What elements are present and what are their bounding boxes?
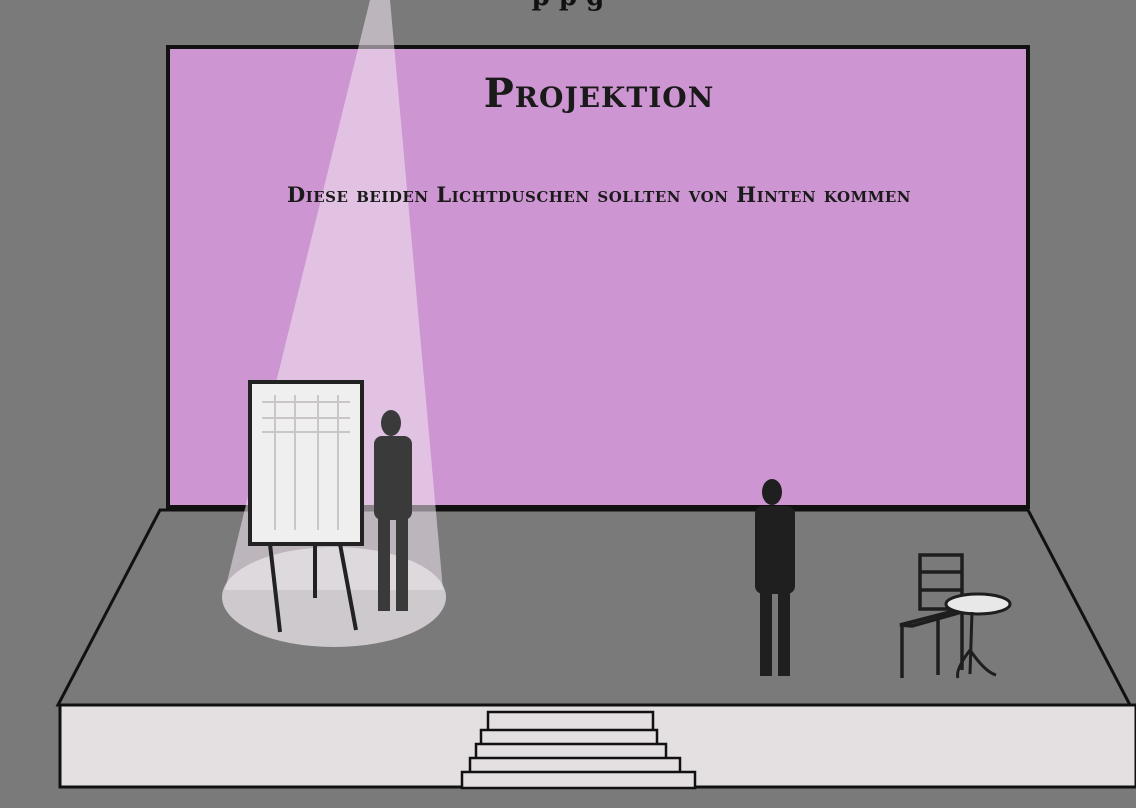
- top-caption: p p g: [0, 0, 1136, 12]
- spotlight-pool: [222, 547, 446, 647]
- projection-note: Diese beiden Lichtduschen sollten von Hi…: [170, 182, 1028, 207]
- projection-title: Projektion: [170, 70, 1028, 117]
